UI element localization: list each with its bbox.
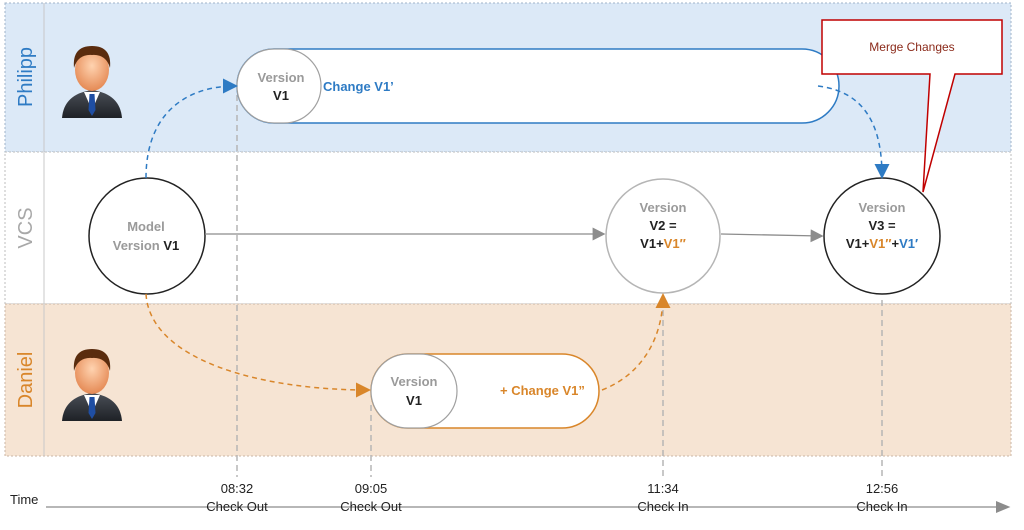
lane-label-philipp: Philipp — [15, 47, 37, 107]
time-event-label: Check In — [637, 499, 688, 514]
time-event-label: Check Out — [206, 499, 268, 514]
philipp-version-value: V1 — [273, 88, 289, 103]
time-tick-label: 12:56 — [866, 481, 899, 496]
merge-changes-callout — [821, 19, 1003, 193]
lane-label-vcs: VCS — [15, 207, 37, 248]
daniel-version-label: Version — [391, 374, 438, 389]
philipp-change-label: Change V1’ — [323, 79, 394, 94]
time-event-label: Check Out — [340, 499, 402, 514]
version-v2-line3: V1+V1″ — [640, 236, 686, 251]
model-version-line1: Model — [127, 219, 165, 234]
time-axis-label: Time — [10, 492, 38, 507]
daniel-version-value: V1 — [406, 393, 422, 408]
checkout-arrow-daniel — [145, 293, 371, 398]
version-v2-node — [605, 178, 721, 294]
checkout-arrow-philipp — [145, 78, 238, 179]
flow-arrow-v2-to-v3 — [720, 229, 824, 243]
time-tick-label: 08:32 — [221, 481, 254, 496]
time-event-label: Check In — [856, 499, 907, 514]
version-v2-line2: V2 = — [649, 218, 677, 233]
daniel-change-label: + Change V1” — [500, 383, 585, 398]
checkin-arrow-daniel — [601, 293, 671, 391]
version-v3-line3: V1+V1″+V1′ — [846, 236, 918, 251]
version-v2-line1: Version — [640, 200, 687, 215]
merge-changes-label: Merge Changes — [869, 40, 954, 54]
model-version-node — [88, 177, 206, 295]
time-tick-label: 09:05 — [355, 481, 388, 496]
time-tick-label: 11:34 — [647, 481, 679, 496]
version-v3-line2: V3 = — [868, 218, 896, 233]
philipp-version-box — [236, 48, 322, 124]
philipp-version-label: Version — [258, 70, 305, 85]
model-version-line2: Version V1 — [113, 238, 179, 253]
lane-label-daniel: Daniel — [15, 352, 37, 409]
version-v3-line1: Version — [859, 200, 906, 215]
daniel-version-box — [370, 353, 458, 429]
checkin-arrow-philipp — [817, 85, 890, 179]
